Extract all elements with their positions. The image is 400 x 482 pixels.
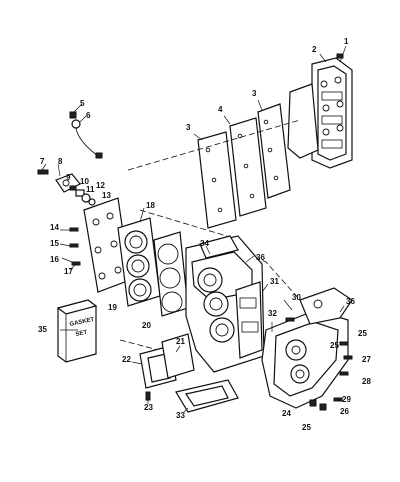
callout-18: 18 <box>146 201 155 210</box>
callout-33: 33 <box>176 411 185 420</box>
callout-25: 25 <box>302 423 311 432</box>
callout-19: 19 <box>108 303 117 312</box>
callout-3: 3 <box>252 89 257 98</box>
callout-25: 25 <box>330 341 339 350</box>
callout-10: 10 <box>80 177 89 186</box>
cover-plate <box>139 333 195 401</box>
crankcase-bolts <box>285 317 353 411</box>
callout-26: 26 <box>340 407 349 416</box>
callout-6: 6 <box>86 111 91 120</box>
leader-lines <box>41 53 345 413</box>
callout-36: 36 <box>346 297 355 306</box>
callout-3: 3 <box>186 123 191 132</box>
callout-35: 35 <box>38 325 47 334</box>
gasket-box-label-line1: GASKET <box>69 317 95 328</box>
callout-2: 2 <box>312 45 317 54</box>
callout-29: 29 <box>342 395 351 404</box>
cylinder-block <box>185 235 265 373</box>
callout-30: 30 <box>292 293 301 302</box>
callout-17: 17 <box>64 267 73 276</box>
callout-21: 21 <box>176 337 185 346</box>
callout-28: 28 <box>362 377 371 386</box>
callout-36: 36 <box>256 253 265 262</box>
head-gasket <box>153 231 189 317</box>
callout-1: 1 <box>344 37 349 46</box>
exhaust-cover <box>287 57 353 169</box>
gasket-box-label-line2: SET <box>75 330 88 338</box>
callout-23: 23 <box>144 403 153 412</box>
callout-20: 20 <box>142 321 151 330</box>
callout-5: 5 <box>80 99 85 108</box>
screw-1 <box>336 45 347 63</box>
callout-4: 4 <box>218 105 223 114</box>
base-gasket <box>175 379 239 413</box>
exhaust-plates <box>197 103 291 229</box>
callout-22: 22 <box>122 355 131 364</box>
callout-14: 14 <box>50 223 59 232</box>
callout-25: 25 <box>358 329 367 338</box>
crankcase-cover <box>261 287 353 409</box>
callout-12: 12 <box>96 181 105 190</box>
callout-31: 31 <box>270 277 279 286</box>
callout-13: 13 <box>102 191 111 200</box>
callout-24: 24 <box>282 409 291 418</box>
cylinder-head-cover <box>69 197 131 293</box>
callout-9: 9 <box>66 173 71 182</box>
callout-32: 32 <box>268 309 277 318</box>
temperature-sensor <box>69 111 103 159</box>
thermostat-assembly <box>37 169 96 206</box>
callout-27: 27 <box>362 355 371 364</box>
callout-11: 11 <box>86 185 95 194</box>
callout-15: 15 <box>50 239 59 248</box>
callout-7: 7 <box>40 157 45 166</box>
gasket-set-box: GASKET SET <box>56 299 98 363</box>
callout-8: 8 <box>58 157 63 166</box>
callout-34: 34 <box>200 239 209 248</box>
cylinder-head <box>117 217 161 307</box>
callout-16: 16 <box>50 255 59 264</box>
